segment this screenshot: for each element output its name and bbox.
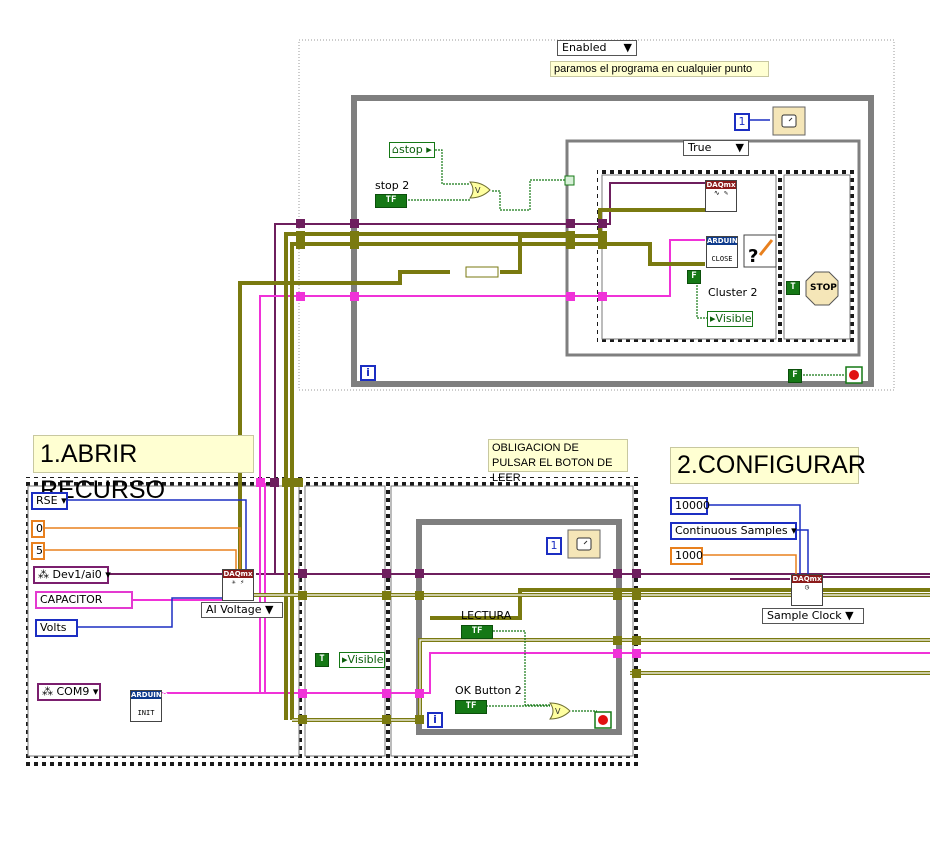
arduino-header: ARDUINO <box>131 691 168 699</box>
visible-property-a-label: Visible <box>715 312 752 325</box>
case-selector-label: True <box>688 141 712 154</box>
svg-text:?: ? <box>748 246 758 267</box>
lectura-terminal[interactable]: TF <box>461 625 493 639</box>
terminal-config-control[interactable]: RSE ▾ <box>31 492 68 510</box>
svg-text:V: V <box>475 186 481 195</box>
lectura-label: LECTURA <box>461 609 512 622</box>
chevron-down-icon: ▾ <box>89 685 99 698</box>
stop2-terminal[interactable]: TF <box>375 194 407 208</box>
io-icon: ⁂ <box>42 685 57 698</box>
daqmx-header: DAQmx <box>706 181 736 189</box>
stop-comment: paramos el programa en cualquier punto <box>550 61 769 77</box>
true-constant-stop[interactable]: T <box>786 281 800 295</box>
io-icon: ⁂ <box>38 568 53 581</box>
ok-button2-label: OK Button 2 <box>455 684 522 697</box>
terminal-config-label: RSE <box>36 494 58 507</box>
daqmx-timing-vi[interactable]: DAQmx ◷ <box>791 574 823 606</box>
stop-dot-bottom-icon <box>598 715 608 725</box>
init-label: INIT <box>137 709 155 717</box>
bottom-while-loop[interactable] <box>416 519 622 735</box>
stop-local-label: stop <box>398 143 423 156</box>
iteration-terminal-top: i <box>360 365 376 381</box>
sample-mode-label: Continuous Samples <box>675 524 788 537</box>
daqmx-clear-task-vi[interactable]: DAQmx ∿ ✎ <box>705 180 737 212</box>
chevron-down-icon: ▼ <box>735 141 744 154</box>
close-label: CLOSE <box>711 255 733 263</box>
ok-button2-terminal[interactable]: TF <box>455 700 487 714</box>
tunnels <box>256 219 641 724</box>
clock-icon: ◷ <box>804 583 810 591</box>
units-control[interactable]: Volts <box>35 619 78 637</box>
disable-structure-selector-label: Enabled <box>562 41 607 54</box>
physical-channel-control[interactable]: ⁂ Dev1/ai0 ▾ <box>33 566 111 584</box>
min-value-control[interactable]: 0 <box>31 520 45 538</box>
arduino-close-vi[interactable]: ARDUINO CLOSE <box>706 236 744 268</box>
timing-type-label: Sample Clock <box>767 609 842 622</box>
title-configure: 2.CONFIGURAR <box>670 447 866 484</box>
title-open-resource: 1.ABRIR RECURSO <box>33 435 254 504</box>
chevron-down-icon: ▾ <box>101 568 111 581</box>
home-icon: ⌂ <box>392 143 399 156</box>
chevron-down-icon: ▾ <box>791 524 797 537</box>
false-constant-case[interactable]: F <box>687 270 701 284</box>
sample-mode-control[interactable]: Continuous Samples ▾ <box>670 522 797 540</box>
chevron-down-icon: ▾ <box>61 494 67 507</box>
property-arrow-icon: ▸ <box>710 312 716 325</box>
iteration-terminal-bottom: i <box>427 712 443 728</box>
read-button-note: OBLIGACION DE PULSAR EL BOTON DE LEER <box>488 439 628 484</box>
cluster2-label: Cluster 2 <box>708 286 758 299</box>
merge-errors-node[interactable] <box>465 266 499 278</box>
stop2-label: stop 2 <box>375 179 410 192</box>
case-selector[interactable]: True ▼ <box>683 140 749 156</box>
daqmx-header: DAQmx <box>792 575 822 583</box>
case-selector-terminal[interactable] <box>564 175 575 186</box>
samples-per-channel-control[interactable]: 10000 <box>670 497 710 515</box>
channel-name-control[interactable]: CAPACITOR <box>35 591 133 609</box>
chevron-down-icon: ▼ <box>265 603 274 616</box>
stop-sign-text: STOP <box>810 283 837 293</box>
arduino-init-vi[interactable]: ARDUINO INIT <box>130 690 168 722</box>
disable-structure-selector[interactable]: Enabled ▼ <box>557 40 637 56</box>
rate-control[interactable]: 1000 <box>670 547 703 565</box>
true-constant-visible[interactable]: T <box>315 653 329 667</box>
visible-property-a[interactable]: ▸Visible <box>707 311 753 327</box>
wait-ms-bottom-constant[interactable]: 1 <box>546 537 562 555</box>
arduino-port-control[interactable]: ⁂ COM9 ▾ <box>37 683 101 701</box>
stop-local-variable[interactable]: ⌂stop ▸ <box>389 142 435 158</box>
chevron-down-icon: ▼ <box>623 41 632 54</box>
arrow-right-icon: ▸ <box>422 143 432 156</box>
visible-property-b[interactable]: ▸Visible <box>339 652 385 668</box>
max-value-control[interactable]: 5 <box>31 542 45 560</box>
physical-channel-label: Dev1/ai0 <box>52 568 102 581</box>
create-channel-icon: ✳ ⚡ <box>231 578 245 586</box>
stop-dot-top-icon <box>849 370 859 380</box>
or-gate-bottom[interactable] <box>549 702 571 720</box>
daqmx-create-channel-vi[interactable]: DAQmx ✳ ⚡ <box>222 569 254 601</box>
timing-type-selector[interactable]: Sample Clock ▼ <box>762 608 864 624</box>
measurement-type-selector[interactable]: AI Voltage ▼ <box>201 602 283 618</box>
false-constant-loop[interactable]: F <box>788 369 802 383</box>
property-arrow-icon: ▸ <box>342 653 348 666</box>
or-gate-top[interactable] <box>469 181 491 199</box>
wait-ms-top-constant[interactable]: 1 <box>734 113 750 131</box>
arduino-header: ARDUINO <box>707 237 744 245</box>
arduino-port-label: COM9 <box>56 685 90 698</box>
daqmx-header: DAQmx <box>223 570 253 578</box>
chevron-down-icon: ▼ <box>845 609 854 622</box>
svg-text:V: V <box>555 707 561 716</box>
visible-property-b-label: Visible <box>347 653 384 666</box>
measurement-type-label: AI Voltage <box>206 603 262 616</box>
stop-sign-icon[interactable] <box>805 271 839 306</box>
eraser-icon: ∿ ✎ <box>713 189 729 197</box>
